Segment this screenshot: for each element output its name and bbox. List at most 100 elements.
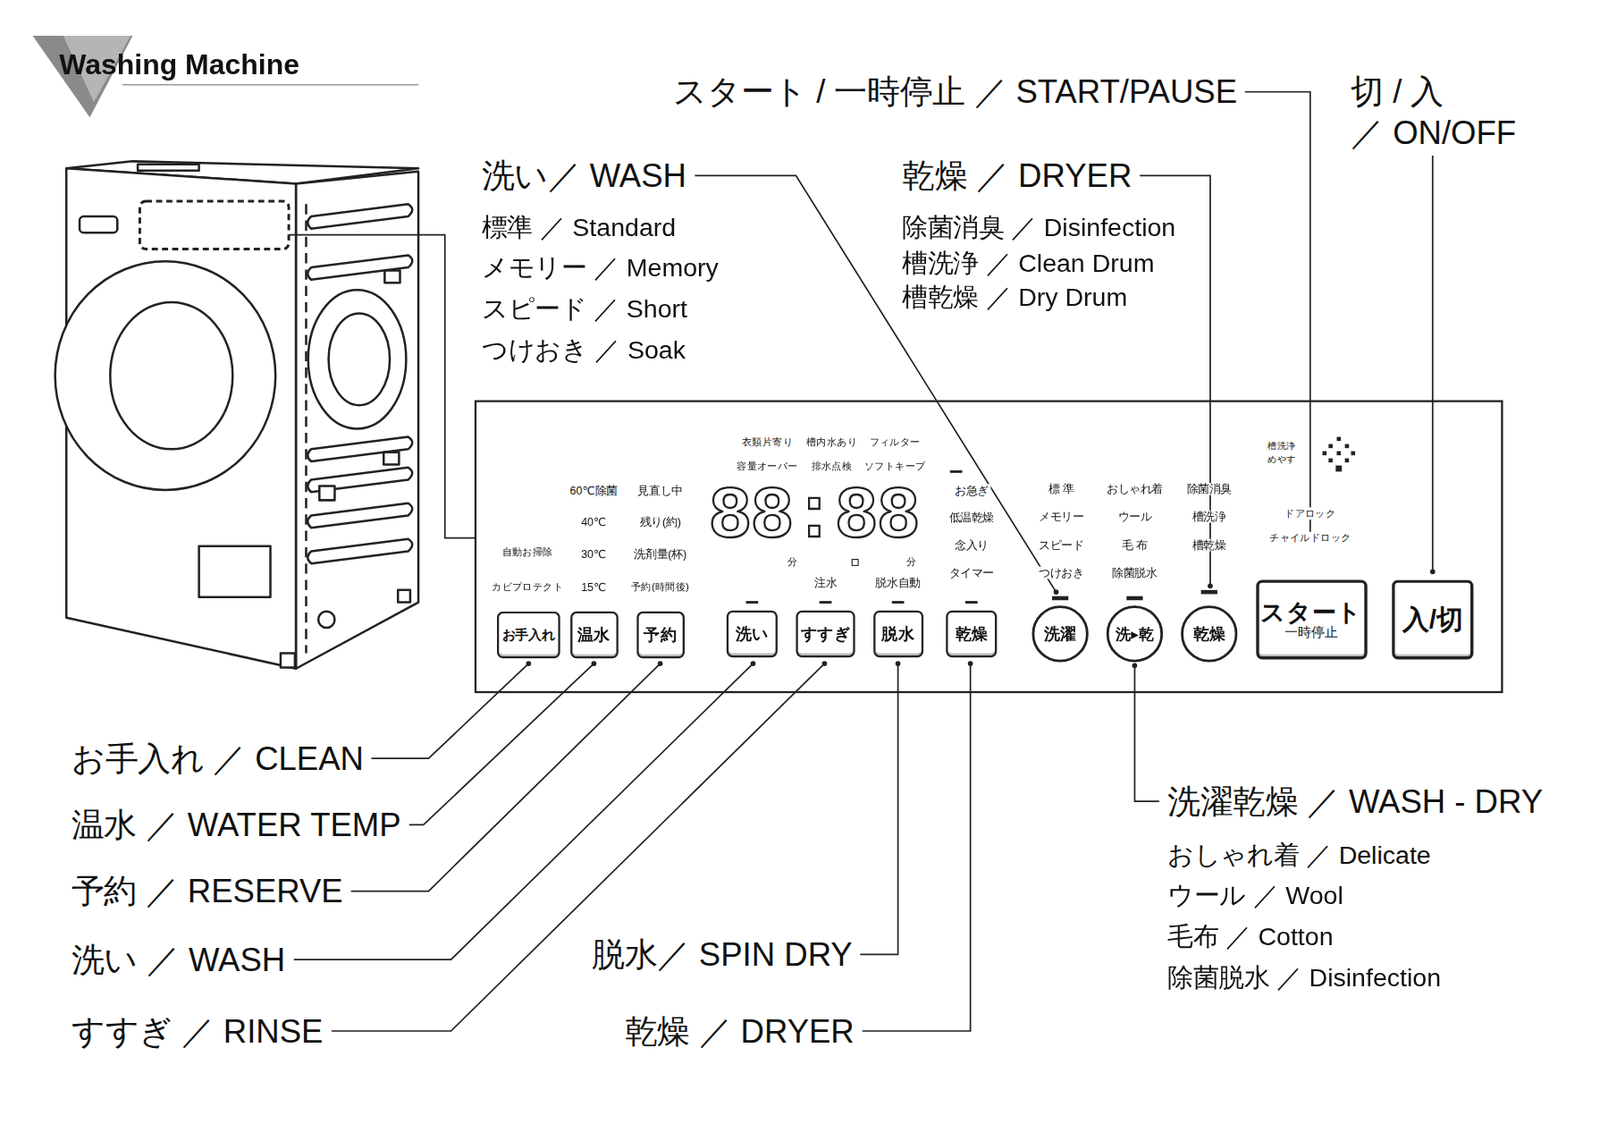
- leader-line: [331, 663, 825, 1031]
- indicator-dots: [1345, 444, 1350, 449]
- panel-label: タイマー: [946, 565, 996, 579]
- panel-label: ウール: [1115, 509, 1154, 523]
- button-outline: [1033, 606, 1088, 662]
- panel-label: チャイルドロック: [1267, 531, 1354, 544]
- side-vent: [307, 538, 413, 564]
- panel-label: 排水点検: [808, 460, 854, 472]
- panel-label: 注水: [812, 575, 840, 589]
- indicator-dots: [1345, 458, 1350, 464]
- panel-label: 洗剤量(杯): [631, 547, 689, 560]
- panel-button: 予約: [636, 611, 685, 659]
- leader-line: [371, 663, 530, 758]
- panel-label: フィルター: [867, 435, 923, 447]
- side-vent: [307, 503, 413, 528]
- title: Washing Machine: [58, 49, 300, 83]
- leader-dot: [1207, 582, 1213, 589]
- panel-label: めやす: [1265, 454, 1297, 465]
- indicator-lamp: [1052, 596, 1069, 601]
- panel-label: 除菌消臭: [1184, 481, 1234, 495]
- button-label: 洗い: [735, 624, 769, 643]
- detergent-drawer: [79, 216, 118, 233]
- indicator-lamp: [892, 600, 905, 604]
- panel-label: 毛 布: [1120, 538, 1150, 551]
- panel-label: 40℃: [579, 514, 609, 528]
- callout-label: 予約 ／ RESERVE: [69, 871, 346, 910]
- machine-side: [295, 171, 419, 669]
- panel-label: おしゃれ着: [1104, 481, 1165, 495]
- leader-dot: [1132, 662, 1138, 668]
- indicator-lamp: [1201, 589, 1218, 595]
- panel-button: すすぎ: [795, 610, 855, 658]
- button-label: 入/切: [1402, 605, 1464, 635]
- callout-label: 洗い／ WASH: [480, 156, 690, 194]
- panel-button: 温水: [570, 611, 619, 659]
- indicator-lamp: [819, 600, 833, 604]
- panel-label: 分: [785, 555, 800, 568]
- panel-label: 残り(約): [637, 514, 683, 528]
- callout-label: 標準 ／ Standard: [480, 211, 679, 242]
- panel-label: 容量オーバー: [734, 460, 800, 472]
- panel-button: 入/切: [1391, 579, 1474, 659]
- callout-label: 毛布 ／ Cotton: [1165, 920, 1336, 951]
- callout-label: 槽洗浄 ／ Clean Drum: [900, 247, 1157, 278]
- panel-label: 60℃除菌: [567, 483, 620, 497]
- indicator-dots: [1328, 458, 1333, 464]
- button-label: すすぎ: [800, 624, 851, 643]
- panel-label: 除菌脱水: [1110, 565, 1160, 579]
- indicator-dots: [1336, 437, 1341, 442]
- leader-dot: [1430, 568, 1436, 574]
- door-window: [109, 302, 233, 449]
- leader-dot: [822, 660, 828, 666]
- callout-label: メモリー ／ Memory: [480, 252, 722, 283]
- panel-button: お手入れ: [496, 611, 561, 659]
- panel-label: スピード: [1036, 538, 1087, 551]
- callout-label: つけおき ／ Soak: [480, 334, 689, 364]
- leader-dot: [657, 660, 664, 666]
- leader-line: [1245, 92, 1311, 541]
- side-vent: [307, 203, 413, 228]
- leader-dot: [591, 660, 598, 666]
- panel-label: 槽洗浄: [1190, 509, 1229, 523]
- leader-line: [1134, 665, 1159, 801]
- panel-label: 脱水自動: [873, 575, 923, 589]
- leader-line: [409, 663, 595, 825]
- indicator-dots: [1336, 451, 1341, 456]
- button-label: 一時停止: [1284, 625, 1338, 640]
- indicator-dots: [1328, 444, 1333, 449]
- callout-label: おしゃれ着 ／ Delicate: [1165, 839, 1433, 869]
- leader-dot: [525, 660, 531, 666]
- panel-label: 槽乾燥: [1190, 538, 1229, 551]
- callout-label: 切 / 入: [1348, 73, 1446, 111]
- indicator-lamp: [950, 470, 963, 473]
- button-outline: [1182, 606, 1238, 662]
- panel-label: 自動お掃除: [499, 546, 556, 558]
- detergent-lid: [137, 164, 199, 171]
- callout-label: スピード ／ Short: [480, 293, 691, 323]
- callout-label: 温水 ／ WATER TEMP: [69, 805, 404, 843]
- button-label: 洗▸乾: [1115, 625, 1154, 643]
- panel-button: 脱水: [873, 610, 924, 658]
- panel-label: お急ぎ: [952, 483, 991, 497]
- callout-label: ウール ／ Wool: [1165, 880, 1346, 910]
- button-label: 乾燥: [1193, 624, 1227, 643]
- panel-label: 30℃: [579, 547, 609, 560]
- round-button: 洗濯: [1031, 605, 1089, 663]
- leader-line: [288, 235, 476, 539]
- display-digits: 88:88: [706, 474, 921, 560]
- display-symbol: [851, 559, 859, 566]
- leader-line: [1431, 155, 1434, 572]
- leader-line: [351, 663, 661, 892]
- panel-label: メモリー: [1036, 509, 1087, 523]
- button-label: 乾燥: [955, 624, 989, 643]
- panel-label: つけおき: [1036, 565, 1087, 579]
- callout-label: お手入れ ／ CLEAN: [69, 739, 367, 777]
- indicator-dots: [1335, 465, 1342, 472]
- panel-location: [139, 201, 289, 250]
- callout-label: すすぎ ／ RINSE: [69, 1011, 326, 1050]
- drain-cap: [318, 611, 335, 628]
- button-label: 予約: [643, 625, 677, 644]
- button-label: 洗濯: [1044, 624, 1078, 643]
- button-label: スタート: [1260, 598, 1362, 626]
- button-label: 温水: [577, 625, 611, 644]
